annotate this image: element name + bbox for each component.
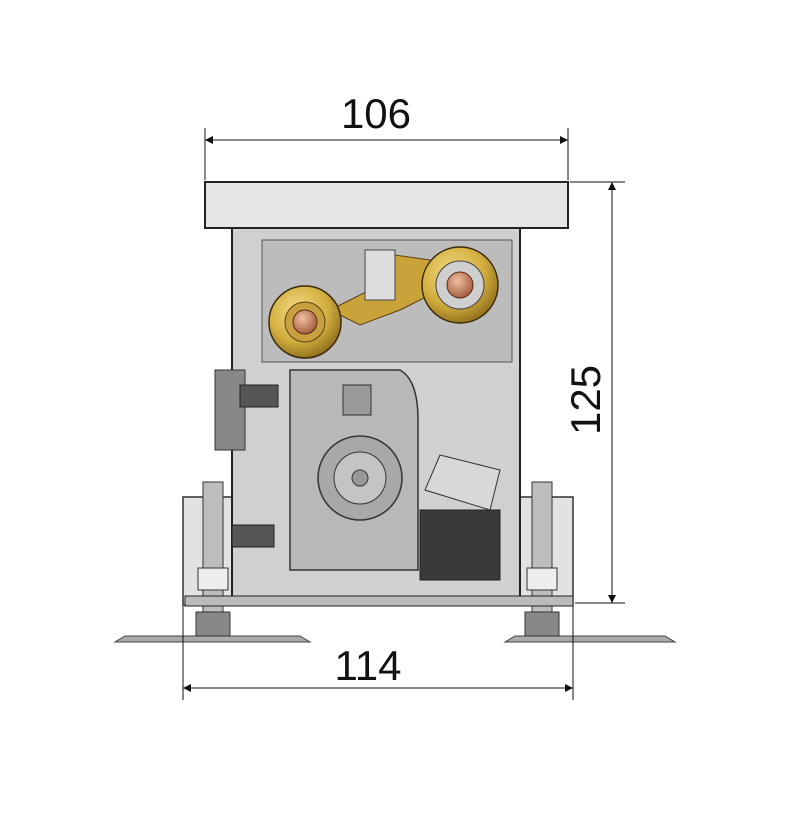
- mount-clamp-upper: [239, 384, 279, 408]
- fan-motor-shaft: [351, 469, 369, 487]
- dimension-top-label: 106: [341, 90, 411, 137]
- side-mount: [214, 369, 246, 451]
- motor-connector: [342, 384, 372, 416]
- control-box: [419, 509, 501, 581]
- control-cover: [424, 454, 501, 511]
- leveling-foot-left: [195, 481, 231, 637]
- mount-clamp: [231, 524, 275, 548]
- base-plate: [184, 595, 574, 607]
- valve-connection-right: [421, 246, 499, 324]
- dimension-top: [204, 128, 569, 180]
- leveling-foot-right: [524, 481, 560, 637]
- dimension-bottom: [182, 606, 574, 700]
- dimension-right-label: 125: [562, 365, 609, 435]
- dimension-right: [570, 181, 625, 604]
- top-grille: [204, 181, 569, 229]
- dimension-bottom-label: 114: [335, 642, 402, 689]
- floor-plate-right: [503, 635, 677, 643]
- floor-plate-left: [113, 635, 312, 643]
- valve-connection-left: [268, 285, 342, 359]
- valve-actuator: [364, 249, 396, 301]
